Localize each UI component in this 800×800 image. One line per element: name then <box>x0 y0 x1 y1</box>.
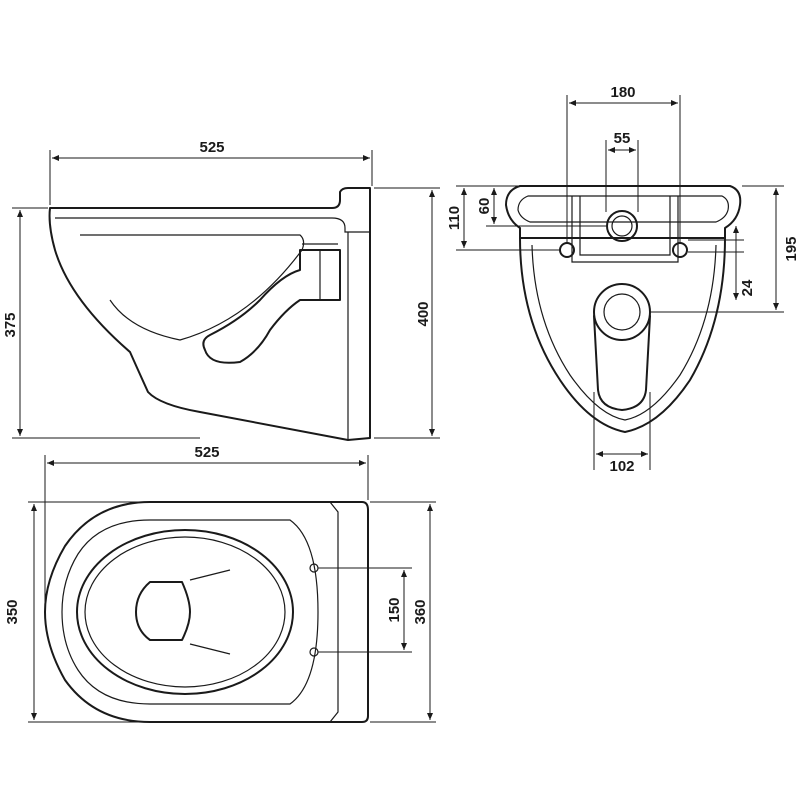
top-view-bowl-opening-inner <box>84 536 286 688</box>
top-view-drain <box>135 581 191 641</box>
side-view-body-outline <box>48 187 371 441</box>
rear-height-label: 60 <box>476 198 493 215</box>
top-total-depth-label: 360 <box>412 599 429 624</box>
rear-view-bowl-inner <box>531 244 717 421</box>
top-view-back-edge <box>329 501 339 723</box>
rear-outlet-label: 102 <box>609 458 634 475</box>
top-hole-spacing-label: 150 <box>386 597 403 622</box>
rear-height-outer-label: 110 <box>446 206 463 230</box>
side-view-trap <box>202 249 341 364</box>
top-view-drain-channel <box>189 569 231 655</box>
rear-view-outlet-channel <box>593 315 651 411</box>
rear-view: 180 55 60 110 195 24 102 <box>446 84 800 475</box>
top-view-rim <box>61 519 319 705</box>
rear-view-flange-inner <box>517 195 729 223</box>
top-width-label: 525 <box>194 444 219 461</box>
rear-view-outlet-inner <box>603 293 641 331</box>
rear-view-center-hole <box>606 210 638 242</box>
side-width-label: 525 <box>199 139 224 156</box>
rear-view-recess <box>571 196 679 263</box>
top-view: 525 350 150 360 <box>4 444 436 723</box>
rear-view-bowl <box>519 237 726 433</box>
side-view-trap-inner <box>302 243 338 300</box>
rear-small-height-label: 24 <box>739 279 756 296</box>
rear-width-label: 180 <box>610 84 635 101</box>
rear-view-bolt-hole-right <box>672 242 688 258</box>
top-view-bowl-opening <box>76 529 294 695</box>
rear-center-width-label: 55 <box>614 130 631 147</box>
top-view-bolt-hole-lower <box>309 647 319 657</box>
side-view-rim <box>55 217 370 233</box>
side-height-label: 375 <box>2 312 19 337</box>
rear-total-height-label: 195 <box>783 236 800 261</box>
side-total-height-label: 400 <box>415 301 432 326</box>
top-view-body-outline <box>44 501 369 723</box>
rear-view-outlet <box>593 283 651 341</box>
side-view-bowl-line <box>80 234 305 341</box>
side-view: 525 375 400 <box>2 139 440 441</box>
rear-view-center-hole-inner <box>611 215 633 237</box>
top-depth-label: 350 <box>4 599 21 624</box>
